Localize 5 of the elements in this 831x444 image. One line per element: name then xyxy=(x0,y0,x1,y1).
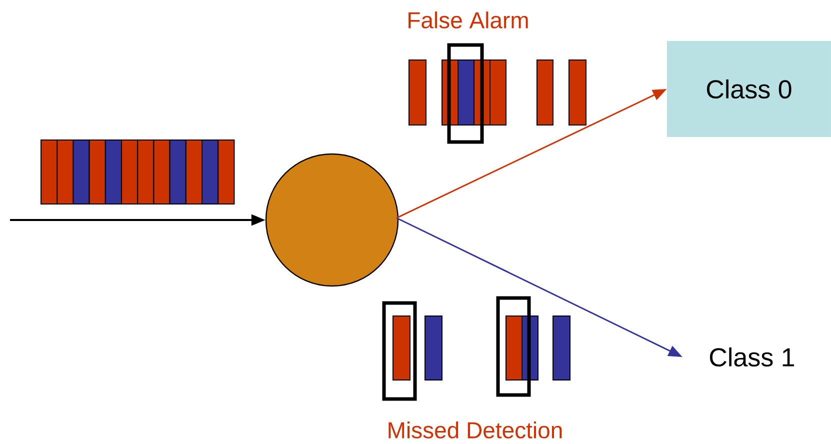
text-label: False Alarm xyxy=(408,12,528,28)
class-label: Class 1 xyxy=(710,347,794,367)
class-box: Class 0 xyxy=(667,41,831,137)
circle-node xyxy=(265,153,399,287)
text-label: Missed Detection xyxy=(388,422,562,438)
